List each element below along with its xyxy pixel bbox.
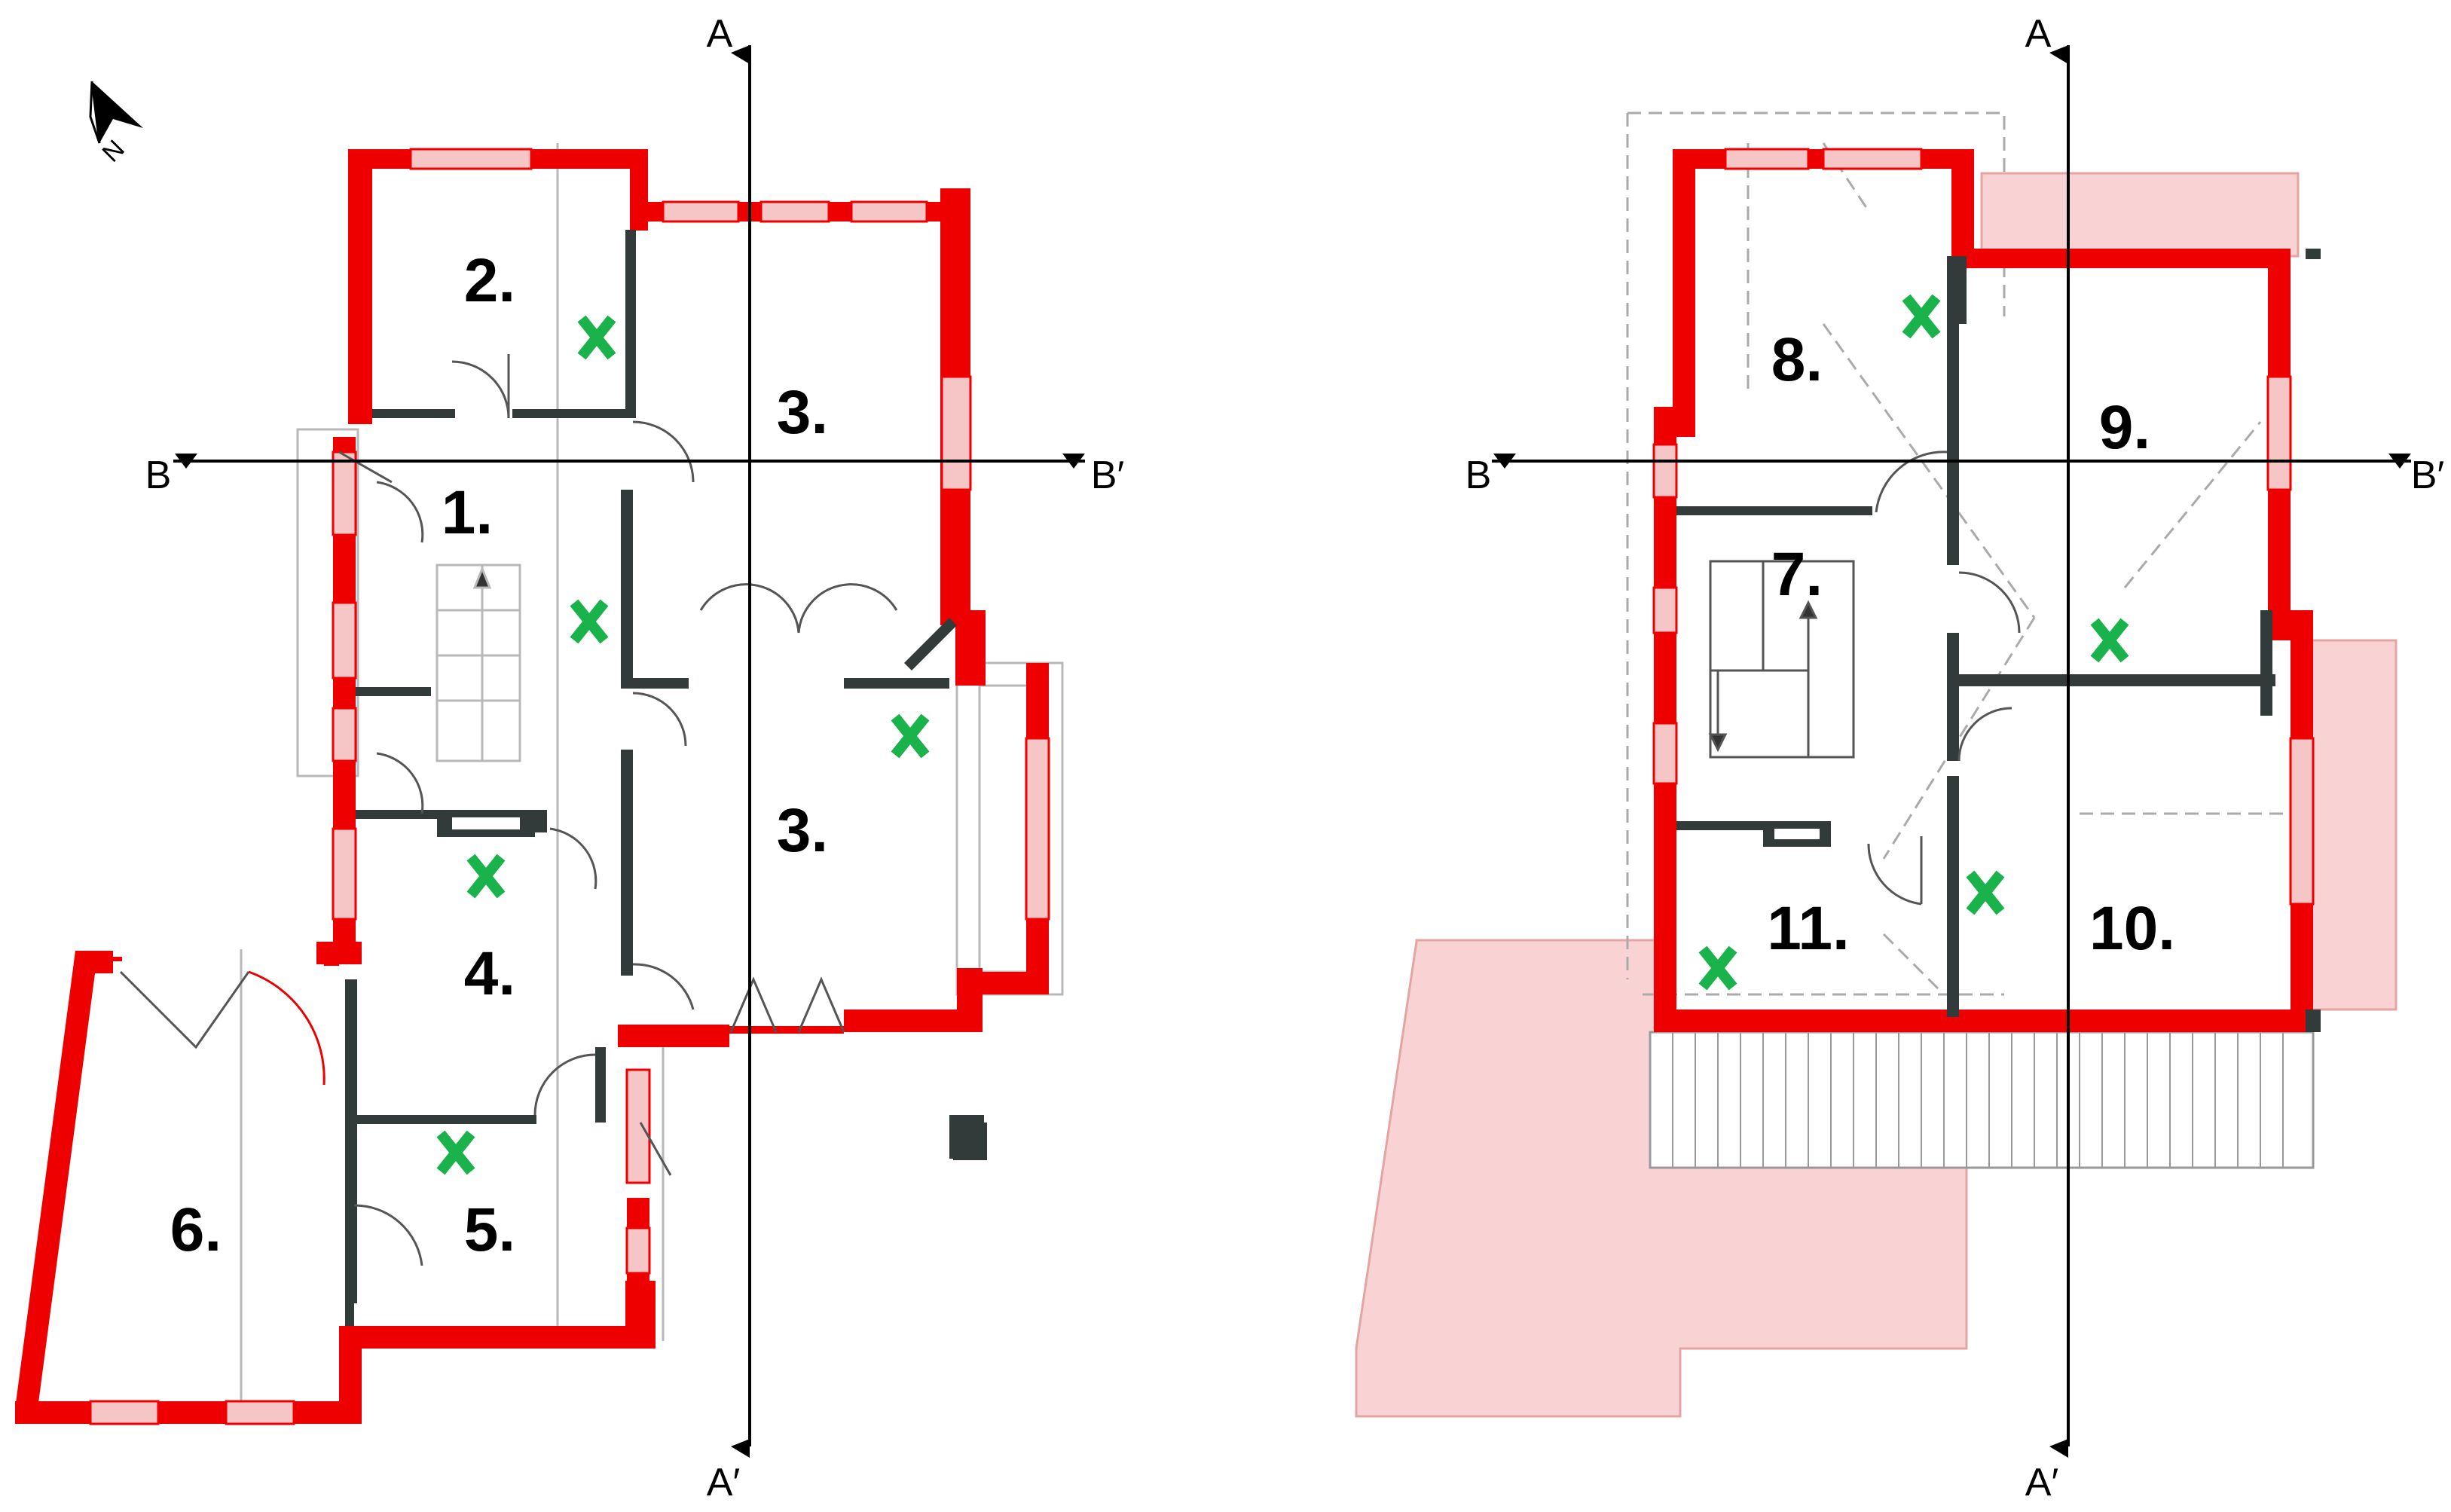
- ground-floor-interior-walls: [345, 230, 984, 1326]
- marker-icon: [436, 1130, 475, 1175]
- marker-icon: [1902, 294, 1941, 339]
- first-floor-markers: [1698, 294, 2129, 991]
- room-8-label: 8.: [1771, 325, 1823, 394]
- section-marker-icon: [731, 45, 750, 64]
- section-b-end-label: B′: [1091, 454, 1124, 497]
- marker-icon: [1698, 945, 1737, 991]
- section-line-b-first: B B′: [1465, 454, 2444, 497]
- section-a-end-label: A′: [707, 1461, 740, 1504]
- room-5-label: 5.: [464, 1196, 515, 1264]
- first-floor-side-roofs: [1980, 172, 2398, 1011]
- north-arrow-icon: N: [89, 81, 143, 168]
- marker-icon: [891, 713, 930, 759]
- section-marker-icon: [175, 454, 197, 469]
- ground-floor-windows: [89, 148, 1050, 1425]
- marker-icon: [1966, 870, 2005, 915]
- section-marker-icon: [2049, 1439, 2068, 1458]
- ground-floor-plan: 1. 2. 3. 3. 4. 5. 6.: [15, 143, 1064, 1425]
- lower-roof: [1355, 939, 2315, 1418]
- section-line-a-first: A A′: [2025, 12, 2070, 1504]
- first-floor-stairs: [1708, 560, 1855, 759]
- section-marker-icon: [1062, 454, 1085, 469]
- section-line-a-ground: A A′: [707, 12, 751, 1504]
- first-floor-windows: [1652, 148, 2315, 906]
- marker-icon: [2090, 618, 2129, 663]
- room-3-bottom-label: 3.: [777, 796, 828, 865]
- first-floor-plan: 7. 8. 9. 10. 11.: [1355, 111, 2398, 1418]
- section-b-label-first: B: [1465, 454, 1492, 497]
- section-b-end-label-first: B′: [2411, 454, 2444, 497]
- section-a-end-label-first: A′: [2025, 1461, 2058, 1504]
- marker-icon: [466, 854, 506, 899]
- north-label: N: [97, 135, 130, 168]
- marker-icon: [570, 599, 609, 644]
- room-1-label: 1.: [442, 478, 493, 547]
- section-marker-icon: [2388, 454, 2411, 469]
- room-9-label: 9.: [2099, 393, 2150, 462]
- section-lines: A A′ B B′ A A′ B B′: [145, 12, 2445, 1504]
- first-floor-room-labels: 7. 8. 9. 10. 11.: [1767, 325, 2175, 963]
- room-10-label: 10.: [2089, 894, 2175, 963]
- section-b-label: B: [145, 454, 172, 497]
- section-marker-icon: [2049, 45, 2068, 64]
- ground-floor-pillar: [953, 1123, 987, 1160]
- room-11-label: 11.: [1767, 894, 1849, 963]
- section-marker-icon: [731, 1439, 750, 1458]
- section-marker-icon: [1493, 454, 1516, 469]
- ground-floor-room-labels: 1. 2. 3. 3. 4. 5. 6.: [170, 246, 828, 1264]
- room-3-top-label: 3.: [777, 378, 828, 447]
- marker-icon: [577, 315, 616, 360]
- room-2-label: 2.: [464, 246, 515, 315]
- room-7-label: 7.: [1771, 540, 1823, 609]
- section-a-label-first: A: [2025, 12, 2052, 56]
- room-6-label: 6.: [170, 1196, 222, 1264]
- section-line-b-ground: B B′: [145, 454, 1124, 497]
- section-a-label: A: [707, 12, 733, 56]
- first-floor-interior-walls: [1676, 249, 2321, 1032]
- ground-floor-markers: [436, 315, 930, 1175]
- room-4-label: 4.: [464, 939, 515, 1008]
- first-floor-door-swings: [1867, 451, 2021, 906]
- ground-floor-door-swings: [119, 354, 898, 1266]
